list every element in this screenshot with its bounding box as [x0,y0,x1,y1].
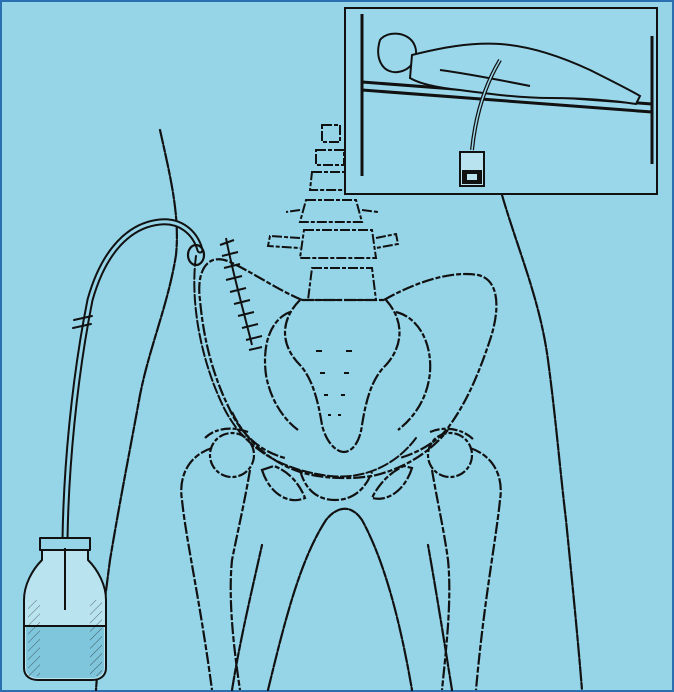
inset-patient-in-bed [345,8,657,194]
foramen [346,350,352,352]
foramen [338,414,341,416]
foramen [344,372,349,374]
foramen [324,394,328,396]
inset-bottle-label [467,174,477,180]
foramen [316,350,322,352]
foramen [328,414,331,416]
foramen [341,394,345,396]
foramen [320,372,325,374]
